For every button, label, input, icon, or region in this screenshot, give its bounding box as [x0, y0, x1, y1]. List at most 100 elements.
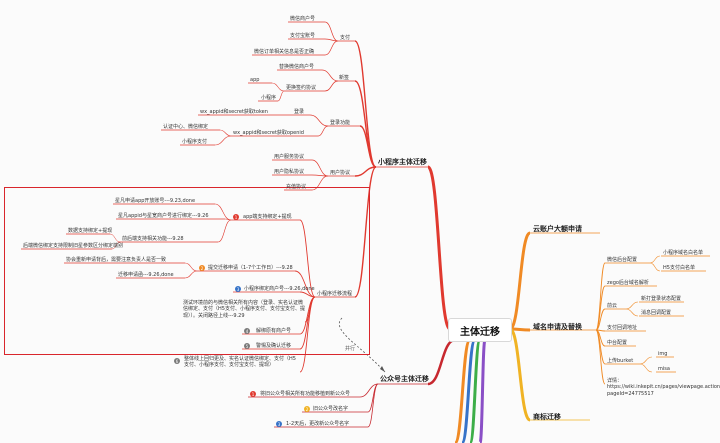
parallel-dashed-arrow	[339, 317, 386, 373]
connector-line	[625, 301, 639, 310]
node-pay[interactable]: 支付	[340, 35, 351, 41]
edge-root-blue	[460, 338, 477, 443]
edge-root-yun	[508, 231, 532, 331]
node-recharge-protocol[interactable]: 充值协议	[286, 184, 307, 190]
parallel-label: 并行	[345, 346, 356, 352]
node-pay-callback-url[interactable]: 支付回调地址	[607, 325, 638, 331]
node-rename-old[interactable]: 旧公众号改名字	[313, 406, 349, 412]
gzh-step-2-badge: 2	[304, 406, 310, 412]
connector-line	[649, 262, 661, 272]
node-mini-pay[interactable]: 小程序支付	[182, 139, 208, 145]
connector-line	[354, 40, 377, 168]
node-renew[interactable]: 新签	[339, 75, 350, 81]
connector-line	[321, 69, 339, 82]
connector-line	[324, 38, 339, 42]
node-regression-test[interactable]: 整体线上回归更及、实名认证微信绑定、支付（H5支付、小程序支付、支付宝支付、提现…	[184, 356, 296, 369]
connector-line	[311, 174, 329, 177]
node-login[interactable]: 登录	[294, 109, 305, 115]
node-wechat-backend-config[interactable]: 微信后台配置	[607, 257, 638, 263]
node-message-callback-config[interactable]: 消息回调配置	[641, 310, 672, 316]
connector-line	[299, 219, 316, 298]
connector-line	[299, 291, 316, 298]
node-bind-merchant[interactable]: 小程序绑定商户号---9.26,done	[244, 286, 315, 292]
node-wiki-link[interactable]: 详情：https://wiki.inkepit.cn/pages/viewpag…	[607, 378, 720, 397]
node-qianyun[interactable]: 前云	[607, 303, 618, 309]
migration-flow-highlight-frame	[4, 187, 370, 355]
node-reapply-note[interactable]: 协会重新申请背后，需要注意负责人是否一致	[66, 257, 167, 263]
connector-line	[367, 383, 379, 428]
connector-line	[359, 383, 379, 398]
connector-line	[639, 356, 653, 365]
node-submit-migration[interactable]: 提交迁移申请（1-7个工作日）---9.28	[208, 265, 293, 271]
connector-line	[294, 270, 316, 298]
node-auth-wechat-bind[interactable]: 认证中心、微信绑定	[163, 124, 209, 130]
node-test-environment[interactable]: 测试环境前的与微信相关所有内容（登录、实名认证微信绑定、支付（H5支付、小程序支…	[183, 300, 305, 319]
node-app-bind-withdraw[interactable]: app端支持绑定+提现	[243, 214, 292, 220]
node-user-protocol[interactable]: 用户协议	[330, 170, 351, 176]
connector-line	[649, 255, 661, 264]
step-3-badge: 3	[235, 286, 241, 292]
node-migration-letter[interactable]: 迁移申请函---9.26,done	[118, 272, 174, 278]
node-login-feature[interactable]: 登录功能	[330, 120, 351, 126]
node-privacy-protocol[interactable]: 用户隐私协议	[274, 169, 305, 175]
connector-line	[324, 21, 339, 42]
edge-root-purple	[478, 338, 487, 443]
connector-line	[595, 285, 606, 331]
connector-line	[111, 241, 121, 250]
connector-line	[359, 125, 377, 168]
node-login-state-config[interactable]: 新打登录状态配置	[641, 296, 682, 302]
node-bind-appid-merchant[interactable]: 星凡appid与星宽商户号进行绑定---9.26	[118, 213, 209, 219]
connector-line	[324, 40, 339, 56]
connector-line	[109, 233, 121, 243]
node-unbind-merchant[interactable]: 解绑原有商户号	[256, 328, 292, 334]
connector-line	[625, 308, 639, 317]
connector-line	[317, 125, 329, 137]
node-upload-bucket[interactable]: 上传burket	[607, 358, 634, 364]
connector-line	[214, 135, 232, 146]
node-middle-platform-config[interactable]: 中台配置	[607, 340, 628, 346]
edge-root-brand	[508, 327, 532, 422]
step-1-badge: 1	[233, 214, 239, 220]
connector-line	[639, 363, 653, 373]
node-alipay-account[interactable]: 支付宝账号	[290, 33, 316, 39]
node-wechat-order-check[interactable]: 微信订单相关信息是否正确	[254, 49, 315, 55]
node-misa[interactable]: misa	[658, 366, 670, 372]
node-replace-merchant[interactable]: 替换微信商户号	[279, 64, 315, 70]
node-port-functions[interactable]: 将旧公众号相关所有功能移植到新公众号	[260, 391, 351, 397]
node-h5-pay-whitelist[interactable]: H5支付白名单	[663, 265, 695, 271]
branch-domain-application[interactable]: 域名申请及替换	[533, 323, 582, 331]
connector-line	[354, 166, 377, 177]
branch-official-account-migration[interactable]: 公众号主体迁移	[380, 375, 429, 383]
connector-line	[311, 159, 329, 177]
node-wechat-merchant[interactable]: 微信商户号	[290, 16, 316, 22]
node-get-openid[interactable]: wx_appid和secret获取openid	[233, 130, 304, 136]
node-rename-new[interactable]: 1-2天后，更改新公众号名字	[286, 421, 350, 427]
node-frontend-backend-support[interactable]: 前后端支持相关功能---9.28	[122, 236, 184, 242]
node-img[interactable]: img	[658, 351, 668, 357]
step-5-badge: 5	[244, 343, 250, 349]
node-get-token[interactable]: wx_appid和secret获取token	[200, 109, 268, 115]
node-app[interactable]: app	[250, 77, 260, 83]
node-data-support[interactable]: 数据支持绑定+提现	[68, 228, 113, 234]
node-confirm-migration[interactable]: 警惕及确认迁移	[256, 343, 292, 349]
branch-trademark-migration[interactable]: 商标迁移	[533, 413, 561, 421]
node-service-protocol[interactable]: 用户服务协议	[274, 154, 305, 160]
edge-root-mini	[426, 165, 452, 331]
node-change-agreement[interactable]: 更换签约协议	[286, 85, 317, 91]
branch-mini-program-migration[interactable]: 小程序主体迁移	[378, 158, 427, 166]
node-mini-domain-whitelist[interactable]: 小程序域名白名单	[663, 250, 704, 256]
branch-cloud-account-application[interactable]: 云账户大额申请	[533, 225, 582, 233]
node-mini-program[interactable]: 小程序	[261, 95, 277, 101]
node-zego-dns[interactable]: zego后台域名解析	[607, 280, 649, 286]
edge-root-gzh	[427, 338, 456, 386]
connector-line	[184, 270, 198, 279]
connector-line	[324, 80, 339, 92]
node-backend-wechat-limit[interactable]: 后端微信绑定支持限制旧星参数区分绑定端别	[23, 243, 124, 249]
connector-line	[219, 129, 232, 137]
node-migration-flow[interactable]: 小程序迁移流程	[317, 291, 353, 297]
connector-line	[271, 82, 285, 92]
node-apply-open-account[interactable]: 星凡申请app开放账号---9.23,done	[115, 198, 196, 204]
root-topic[interactable]: 主体迁移	[448, 318, 512, 342]
